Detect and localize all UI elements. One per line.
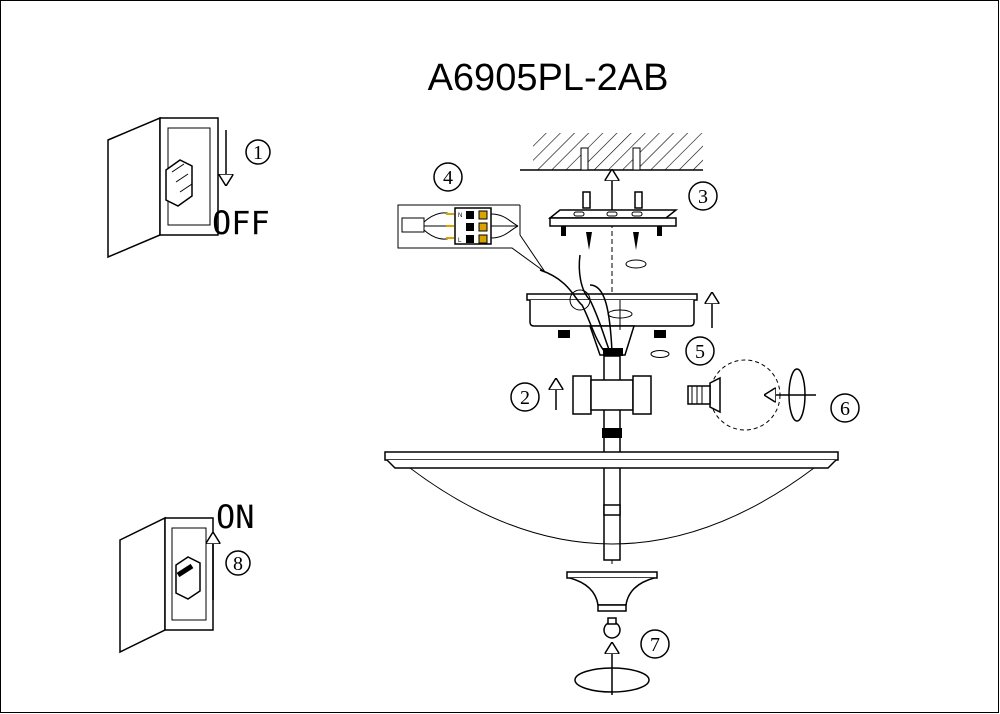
step-number-6: 6: [840, 398, 850, 420]
step-circle-3: [688, 181, 718, 211]
terminal-label-live: L: [458, 238, 462, 244]
step-number-5: 5: [695, 341, 705, 363]
glass-bowl: [384, 451, 839, 545]
step-number-4: 4: [443, 167, 453, 189]
canopy: [526, 254, 698, 356]
page-title: A6905PL-2AB: [428, 57, 669, 99]
step-circle-4: [433, 162, 463, 192]
step-circle-5: [685, 336, 715, 366]
step-number-1: 1: [253, 142, 263, 164]
off-label: OFF: [212, 204, 270, 242]
step-circle-2: [510, 382, 540, 412]
rotate-icon: [574, 667, 650, 693]
wiring-terminal-detail: N L: [397, 204, 546, 273]
switch-off-illustration: [107, 116, 219, 259]
on-label: ON: [216, 498, 255, 536]
step-circle-1: [245, 139, 271, 165]
ceiling-illustration: [520, 133, 703, 171]
step-circle-8: [225, 550, 251, 576]
terminal-label-neutral: N: [458, 213, 462, 219]
step-number-2: 2: [520, 387, 530, 409]
mounting-bracket: [547, 191, 679, 269]
rotate-icon: [788, 368, 806, 422]
step-number-7: 7: [650, 634, 660, 656]
rotate-icon: [650, 350, 670, 358]
step-circle-7: [640, 629, 670, 659]
step-number-3: 3: [698, 186, 708, 208]
downrod: [572, 355, 652, 561]
step-circle-6: [830, 393, 860, 423]
step-number-8: 8: [233, 553, 243, 575]
switch-on-illustration: [119, 516, 214, 654]
light-bulb: [687, 359, 816, 431]
finial: [566, 571, 658, 639]
